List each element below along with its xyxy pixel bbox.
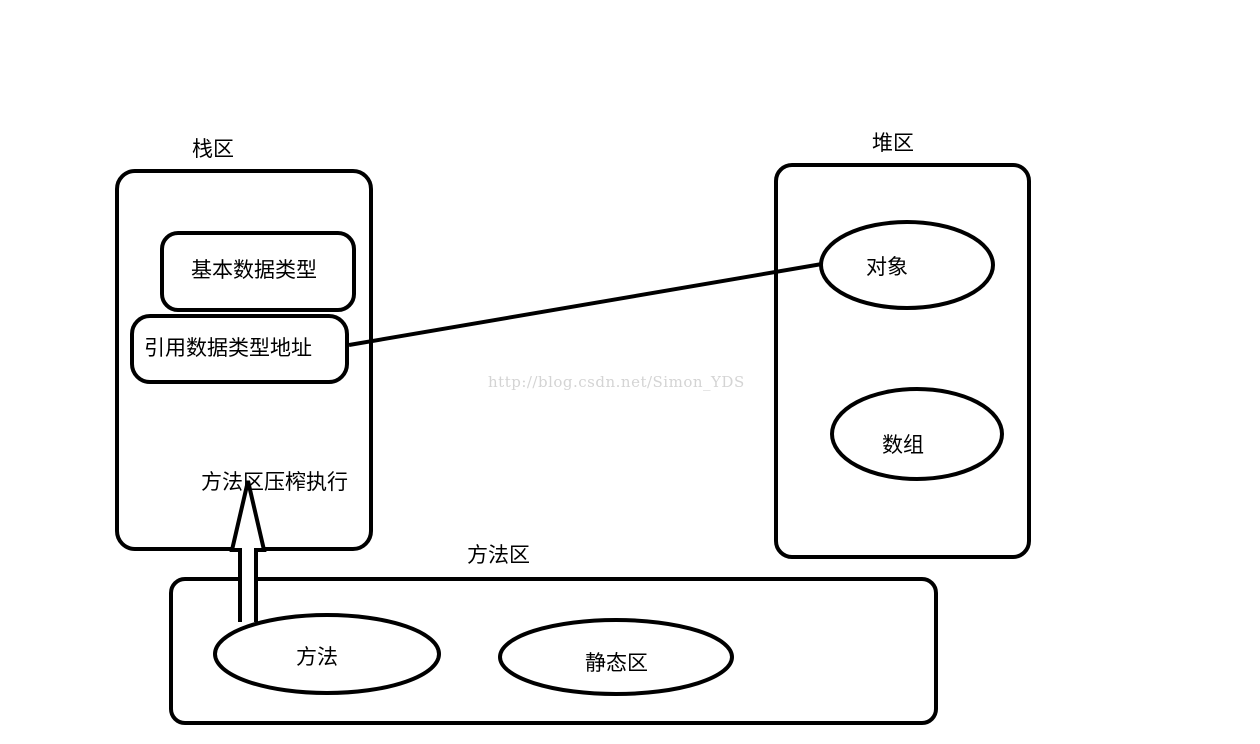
static-area-label: 静态区 [585,651,648,675]
reference-address-label: 引用数据类型地址 [144,336,312,360]
reference-address-box [130,314,349,384]
stack-area-title: 栈区 [192,137,234,161]
reference-connector-line [348,262,823,347]
static-area-ellipse [498,618,734,696]
array-label: 数组 [882,433,924,457]
watermark-text: http://blog.csdn.net/Simon_YDS [488,373,745,391]
method-ellipse [213,613,441,695]
primitive-type-box [160,231,356,312]
object-label: 对象 [866,255,908,279]
primitive-type-label: 基本数据类型 [191,258,317,282]
method-area-box [169,577,938,725]
method-label: 方法 [296,645,338,669]
execution-arrow [229,480,267,622]
heap-area-box [774,163,1031,559]
execution-label: 方法区压榨执行 [201,470,348,494]
method-area-title: 方法区 [467,543,530,567]
array-ellipse [830,387,1004,481]
heap-area-title: 堆区 [872,131,914,155]
